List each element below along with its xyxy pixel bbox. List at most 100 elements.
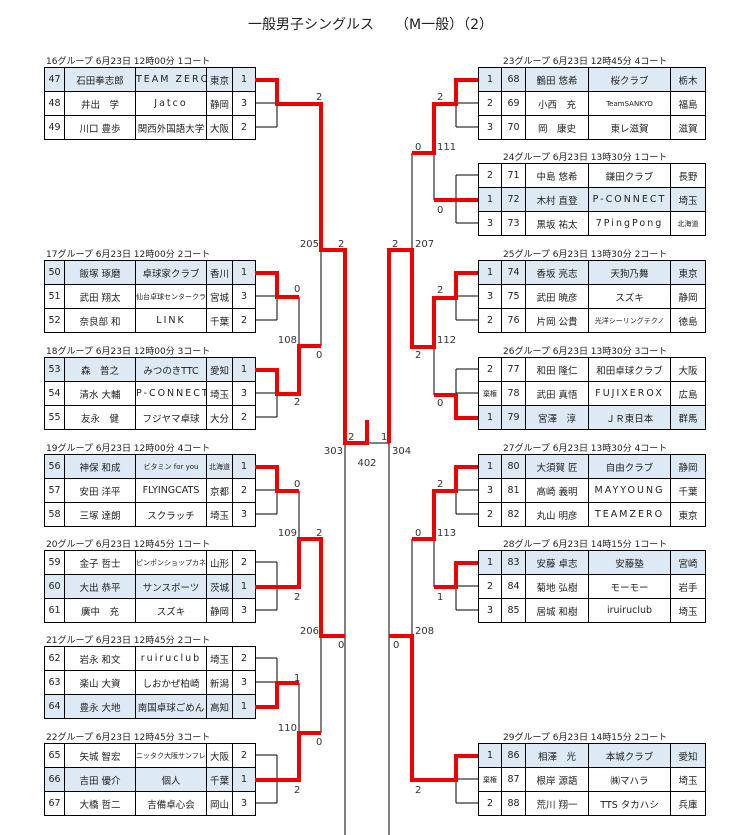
player-pref: 東京 <box>670 502 706 527</box>
winner-path <box>434 393 478 420</box>
player-num: 76 <box>501 308 526 333</box>
player-rank: 2 <box>478 91 502 116</box>
player-pref: 千葉 <box>670 478 706 503</box>
player-name: 吉田 優介 <box>64 767 136 792</box>
player-team: 本城クラブ <box>588 743 671 768</box>
group-header: 25グループ 6月23日 13時30分 2コート <box>503 250 668 260</box>
player-team: 桜クラブ <box>588 67 671 92</box>
player-rank: 2 <box>478 574 502 599</box>
player-pref: 岡山 <box>206 791 233 816</box>
player-name: 安田 洋平 <box>64 478 136 503</box>
score-label: 2 <box>316 92 322 103</box>
player-num: 79 <box>501 405 526 430</box>
player-num: 85 <box>501 598 526 623</box>
player-team: iruiruclub <box>588 598 671 623</box>
player-name: 友永 健 <box>64 405 136 430</box>
player-pref: 静岡 <box>206 91 233 116</box>
player-pref: 徳島 <box>670 308 706 333</box>
player-rank: 1 <box>478 405 502 430</box>
player-name: 武田 翔太 <box>64 284 136 309</box>
player-pref: 埼玉 <box>670 187 706 212</box>
player-team: FLYINGCATS <box>135 478 207 503</box>
player-team: 吉備卓心会 <box>135 791 207 816</box>
winner-path <box>255 271 299 299</box>
player-name: 片岡 公貴 <box>525 308 589 333</box>
player-num: 83 <box>501 550 526 575</box>
group-header: 20グループ 6月23日 12時45分 1コート <box>46 540 211 550</box>
player-name: 三塚 達朗 <box>64 502 136 527</box>
player-team: スズキ <box>588 284 671 309</box>
score-label: 0 <box>316 350 322 361</box>
score-label: 2 <box>437 285 443 296</box>
player-name: 相澤 光 <box>525 743 589 768</box>
score-label: 2 <box>294 592 300 603</box>
player-team: 和田卓球クラブ <box>588 357 671 382</box>
player-name: 安藤 卓志 <box>525 550 589 575</box>
winner-path <box>255 344 321 396</box>
player-pref: 大阪 <box>670 357 706 382</box>
score-label: 0 <box>393 640 399 651</box>
player-team: スズキ <box>135 598 207 623</box>
player-name: 中島 悠希 <box>525 163 589 188</box>
bracket-labels: 2 0 108 2 0 205 2 0 109 2 2 206 0 1 110 … <box>278 92 456 796</box>
player-num: 88 <box>501 791 526 816</box>
player-team: TEAM ZERO <box>135 67 207 92</box>
player-num: 87 <box>501 767 526 792</box>
winner-path <box>255 537 345 638</box>
match-number: 208 <box>415 626 434 637</box>
winner-path <box>255 681 299 709</box>
player-name: 大橋 哲二 <box>64 791 136 816</box>
player-name: 和田 隆仁 <box>525 357 589 382</box>
match-number: 207 <box>415 239 434 250</box>
player-pref: 宮城 <box>206 284 233 309</box>
player-rank: 棄権 <box>478 381 502 406</box>
match-number: 110 <box>278 723 297 734</box>
winner-path <box>255 731 321 782</box>
player-rank: 1 <box>232 574 256 599</box>
winner-path <box>387 248 478 443</box>
player-num: 58 <box>44 502 65 527</box>
player-pref: 大分 <box>206 405 233 430</box>
player-rank: 1 <box>232 67 256 92</box>
score-label: 1 <box>294 673 300 684</box>
player-name: 廣中 充 <box>64 598 136 623</box>
player-name: 丸山 明彦 <box>525 502 589 527</box>
player-name: 高崎 義明 <box>525 478 589 503</box>
player-pref: 福島 <box>670 91 706 116</box>
player-pref: 東京 <box>206 67 233 92</box>
player-rank: 3 <box>232 598 256 623</box>
match-number: 304 <box>392 446 411 457</box>
player-pref: 北海道 <box>670 211 706 236</box>
player-name: 宮澤 淳 <box>525 405 589 430</box>
player-pref: 滋賀 <box>670 115 706 140</box>
player-team: ニッタク大阪サンフレンド <box>135 743 207 768</box>
winner-path <box>412 465 478 541</box>
player-team: 南国卓球ごめん <box>135 694 207 719</box>
player-num: 50 <box>44 260 65 285</box>
player-pref: 広島 <box>670 381 706 406</box>
score-label: 2 <box>415 350 421 361</box>
score-label: 0 <box>415 142 421 153</box>
match-number: 108 <box>278 335 297 346</box>
player-rank: 1 <box>232 767 256 792</box>
player-pref: 高知 <box>206 694 233 719</box>
match-number: 112 <box>437 335 456 346</box>
player-team: しおかぜ柏崎 <box>135 670 207 695</box>
player-num: 72 <box>501 187 526 212</box>
score-label: 2 <box>437 92 443 103</box>
player-pref: 茨城 <box>206 574 233 599</box>
player-rank: 2 <box>232 405 256 430</box>
